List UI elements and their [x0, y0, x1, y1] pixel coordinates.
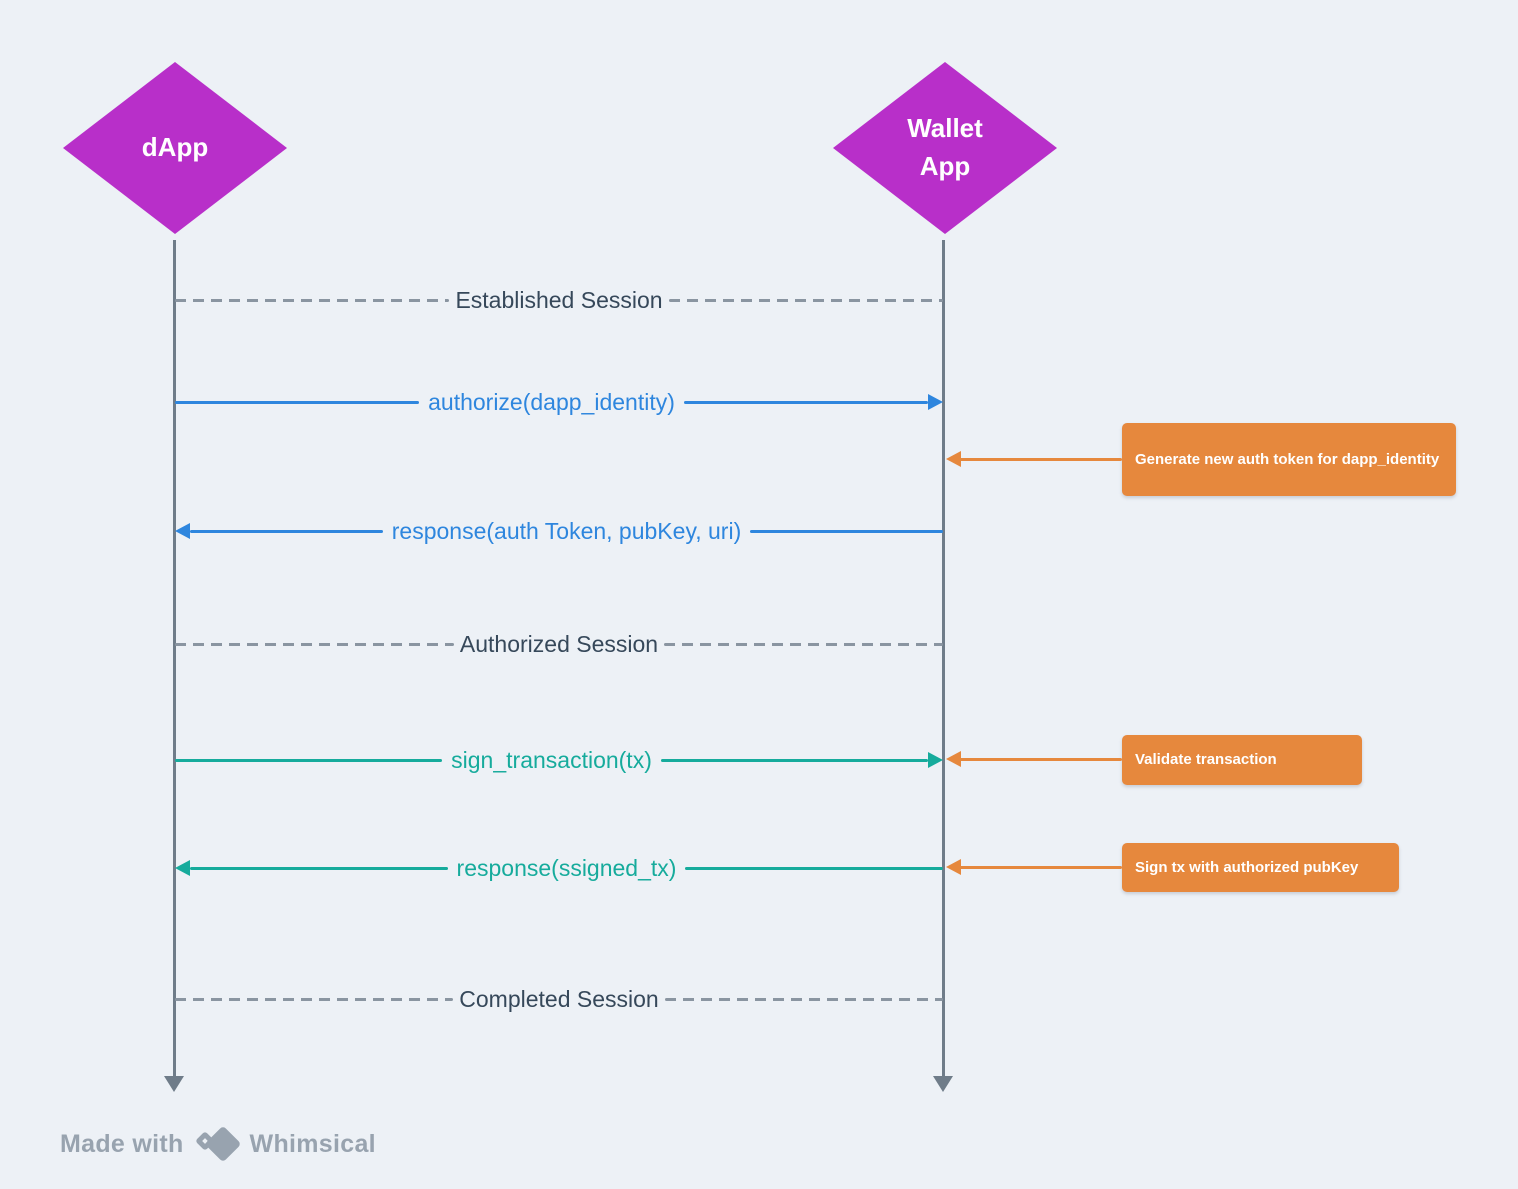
- note-label: Generate new auth token for dapp_identit…: [1135, 450, 1440, 468]
- dashed-line: [664, 642, 943, 646]
- note-generate-auth-token: Generate new auth token for dapp_identit…: [1122, 423, 1456, 496]
- separator-established-session: Established Session: [175, 284, 943, 316]
- message-label: response(ssigned_tx): [456, 854, 677, 881]
- arrowhead-right-icon: [928, 394, 943, 410]
- note-arrow-line: [958, 458, 1122, 461]
- actor-wallet-line-1: Wallet: [907, 113, 983, 144]
- note-label: Validate transaction: [1135, 751, 1277, 768]
- separator-completed-session: Completed Session: [175, 983, 944, 1015]
- lifeline-wallet-app: [942, 240, 945, 1076]
- arrowhead-left-icon: [175, 523, 190, 539]
- message-line: [175, 400, 420, 404]
- note-arrow-line: [958, 866, 1122, 869]
- actor-dapp-label: dApp: [141, 132, 209, 163]
- note-arrowhead-left-icon: [946, 751, 961, 767]
- lifeline-dapp-arrow-icon: [164, 1076, 184, 1092]
- message-response-signed: response(ssigned_tx): [175, 852, 943, 884]
- actor-wallet-app-label: Wallet App: [907, 110, 983, 185]
- note-arrowhead-left-icon: [946, 451, 961, 467]
- watermark-brand: Whimsical: [249, 1129, 376, 1158]
- whimsical-logo-icon: [194, 1124, 241, 1164]
- note-sign-tx-pubkey: Sign tx with authorized pubKey: [1122, 843, 1399, 892]
- watermark-prefix: Made with: [60, 1129, 184, 1158]
- actor-wallet-app: Wallet App: [833, 62, 1057, 234]
- message-line: [190, 866, 448, 870]
- dashed-line: [668, 298, 943, 302]
- dashed-line: [175, 298, 450, 302]
- message-line: [660, 758, 929, 762]
- message-sign-transaction: sign_transaction(tx): [175, 744, 944, 776]
- message-line: [750, 529, 944, 533]
- note-arrowhead-left-icon: [946, 859, 961, 875]
- note-arrow-line: [958, 758, 1122, 761]
- actor-wallet-line-2: App: [919, 151, 971, 181]
- message-label: response(auth Token, pubKey, uri): [391, 517, 742, 544]
- dashed-line: [175, 642, 454, 646]
- message-authorize: authorize(dapp_identity): [175, 386, 943, 418]
- dashed-line: [175, 997, 454, 1001]
- separator-label: Established Session: [455, 286, 663, 313]
- separator-label: Completed Session: [459, 985, 659, 1012]
- lifeline-dapp: [173, 240, 176, 1076]
- message-line: [175, 758, 443, 762]
- message-label: authorize(dapp_identity): [428, 388, 675, 415]
- lifeline-wallet-arrow-icon: [933, 1076, 953, 1092]
- message-label: sign_transaction(tx): [451, 746, 652, 773]
- dashed-line: [664, 997, 944, 1001]
- message-response-auth: response(auth Token, pubKey, uri): [175, 515, 944, 547]
- arrowhead-left-icon: [175, 860, 190, 876]
- arrowhead-right-icon: [928, 752, 944, 768]
- whimsical-watermark: Made with Whimsical: [60, 1124, 376, 1164]
- message-line: [685, 866, 943, 870]
- actor-dapp: dApp: [63, 62, 287, 234]
- message-line: [190, 529, 383, 533]
- message-line: [683, 400, 928, 404]
- separator-authorized-session: Authorized Session: [175, 628, 943, 660]
- separator-label: Authorized Session: [459, 630, 659, 657]
- note-label: Sign tx with authorized pubKey: [1135, 858, 1359, 876]
- note-validate-transaction: Validate transaction: [1122, 735, 1362, 785]
